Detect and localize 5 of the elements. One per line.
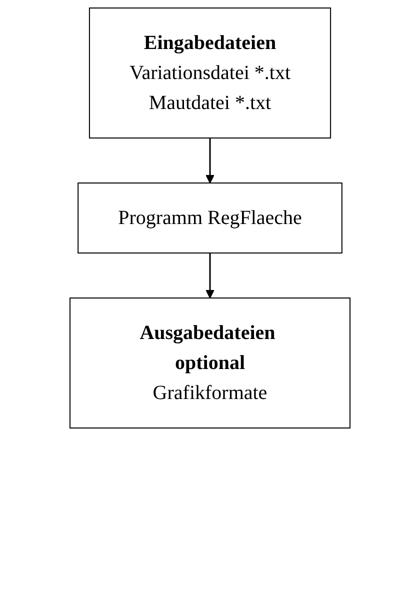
arrow	[205, 138, 214, 184]
node-box: Ausgabedateien optional Grafikformate	[69, 298, 350, 428]
node-box: Eingabedateien Variationsdatei *.txt Mautdatei *.txt	[88, 8, 331, 138]
node-box: Programm RegFlaeche	[77, 182, 342, 254]
arrow	[205, 253, 214, 298]
